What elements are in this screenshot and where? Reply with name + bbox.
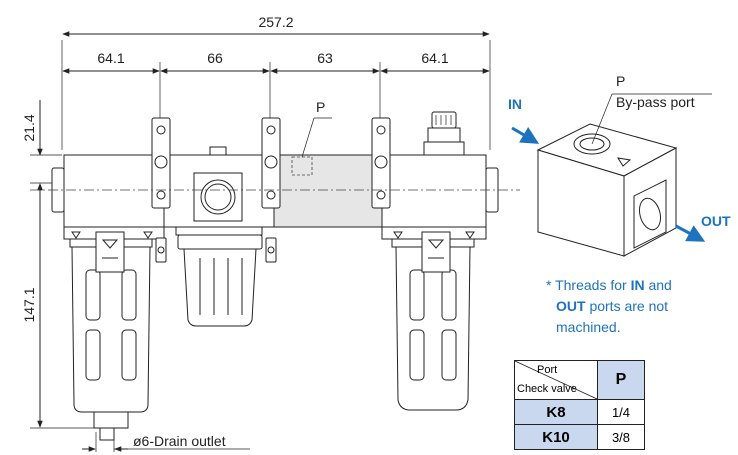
row-value: 1/4 bbox=[597, 399, 645, 425]
dim-left-top: 21.4 bbox=[21, 114, 37, 141]
port-table-header: Port Check valve P bbox=[514, 360, 645, 400]
dim-seg2: 66 bbox=[207, 50, 223, 66]
row-model: K8 bbox=[514, 399, 598, 425]
header-p: P bbox=[597, 360, 645, 400]
row-model: K10 bbox=[514, 424, 598, 450]
dim-left-main: 147.1 bbox=[21, 287, 37, 322]
header-check-valve: Check valve bbox=[517, 383, 577, 395]
p-iso-label: P bbox=[616, 73, 625, 89]
note-line-2: OUT ports are not bbox=[556, 298, 668, 314]
note-line-1: * Threads for IN and bbox=[546, 277, 672, 293]
dim-seg1: 64.1 bbox=[97, 50, 124, 66]
header-port: Port bbox=[537, 364, 558, 376]
dim-seg4: 64.1 bbox=[421, 50, 448, 66]
thread-note: * Threads for IN and OUT ports are not m… bbox=[546, 277, 672, 335]
note-line-3: machined. bbox=[556, 319, 621, 335]
table-row: K10 3/8 bbox=[514, 424, 645, 450]
dim-segments: 64.1 66 63 64.1 bbox=[62, 50, 490, 120]
out-label: OUT bbox=[701, 213, 731, 229]
dim-seg3: 63 bbox=[317, 50, 333, 66]
row-value: 3/8 bbox=[597, 424, 645, 450]
dim-overall-text: 257.2 bbox=[258, 14, 293, 30]
port-table: Port Check valve P K8 1/4 K10 3/8 bbox=[514, 360, 645, 450]
drain-label: ø6-Drain outlet bbox=[133, 433, 226, 449]
unit-body bbox=[30, 111, 520, 441]
port-table-diag-header: Port Check valve bbox=[514, 360, 598, 400]
p-main-label: P bbox=[316, 99, 325, 115]
dim-overall: 257.2 bbox=[61, 14, 491, 150]
bypass-label: By-pass port bbox=[616, 94, 695, 110]
bypass-block-iso: P By-pass port IN OUT bbox=[508, 73, 731, 257]
bracket-3 bbox=[371, 117, 391, 209]
bracket-2 bbox=[261, 117, 281, 209]
diag-line bbox=[515, 361, 597, 399]
in-label: IN bbox=[508, 96, 522, 112]
dim-left: 21.4 147.1 bbox=[21, 100, 100, 429]
p-main-leader: P bbox=[301, 99, 332, 158]
table-row: K8 1/4 bbox=[514, 399, 645, 425]
bracket-1 bbox=[151, 117, 171, 209]
